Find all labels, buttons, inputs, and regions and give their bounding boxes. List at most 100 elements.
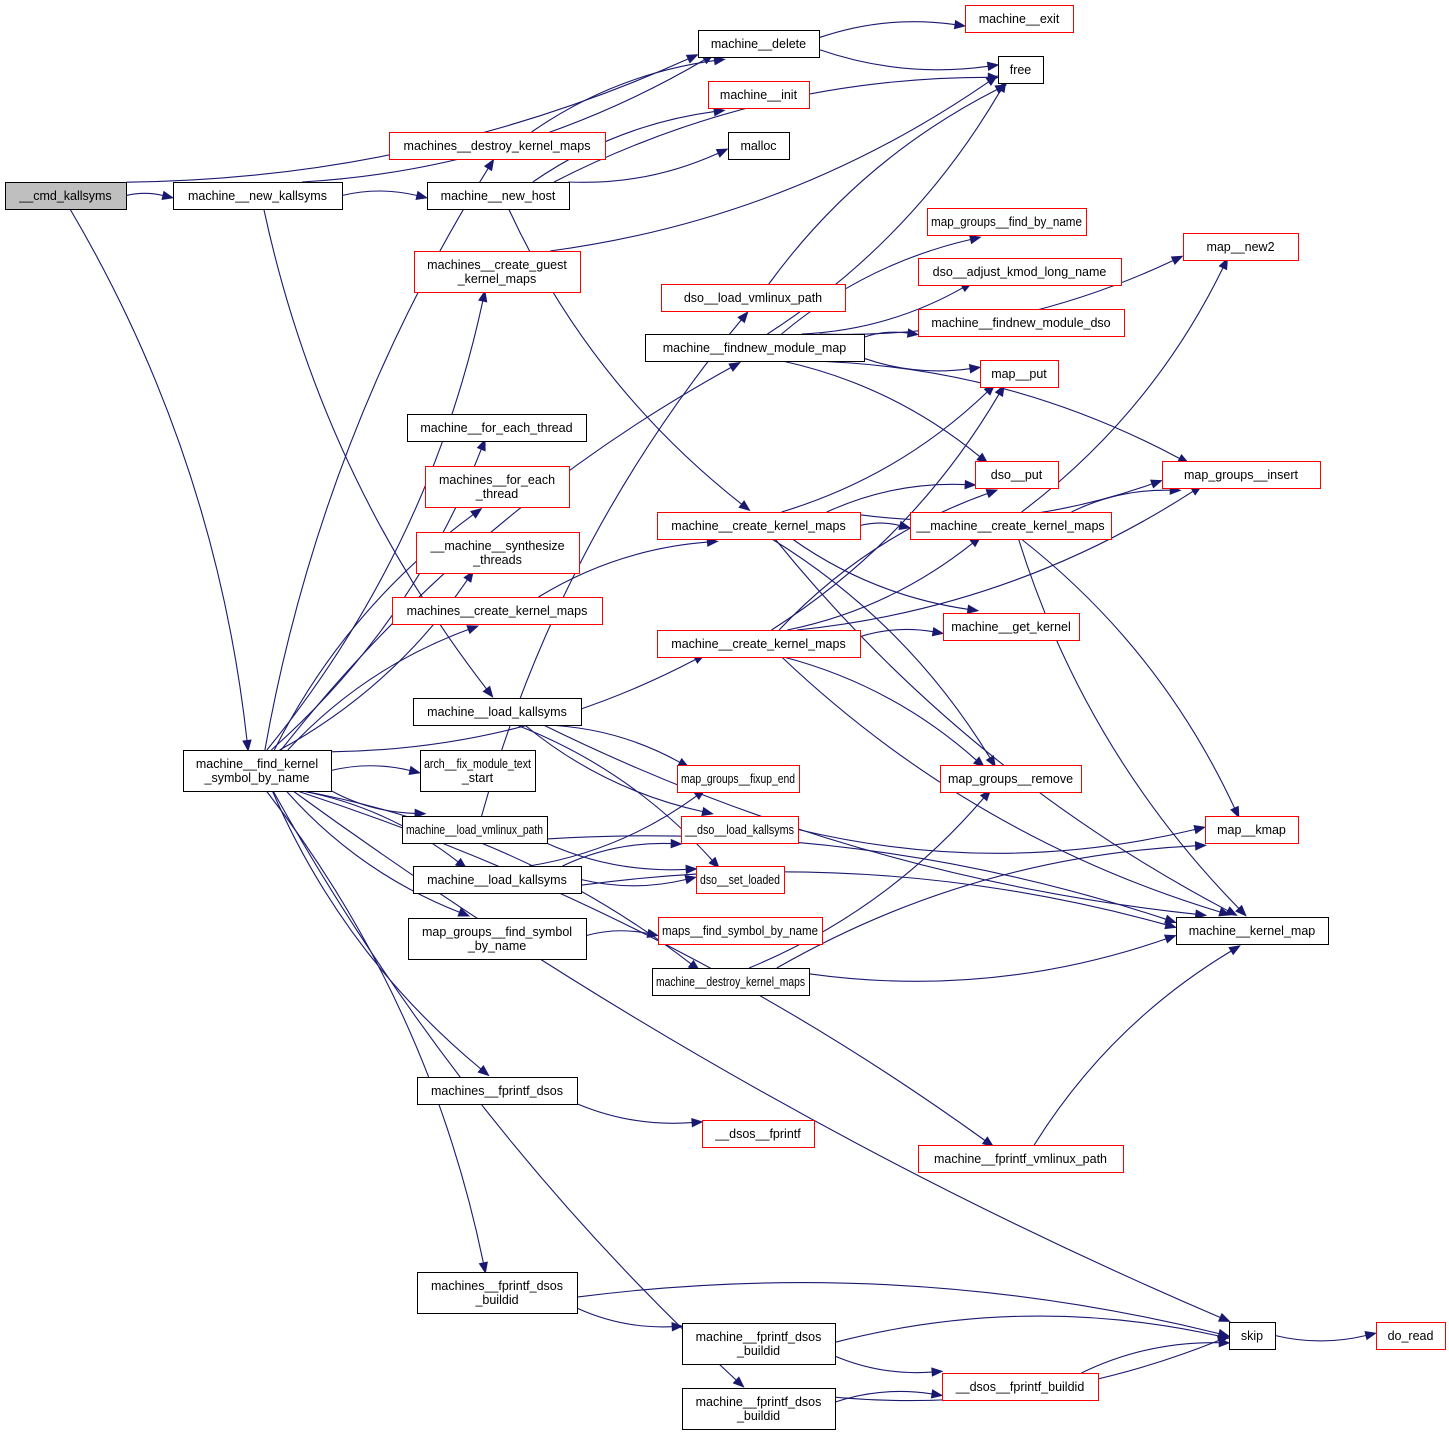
node-box bbox=[652, 968, 810, 996]
graph-node-malloc[interactable]: malloc bbox=[728, 132, 790, 160]
graph-node-machines-for-each-thread[interactable]: machines__for_each_thread bbox=[425, 466, 570, 508]
call-edge bbox=[580, 878, 687, 887]
node-box bbox=[657, 630, 861, 658]
graph-node-map-new2[interactable]: map__new2 bbox=[1183, 233, 1299, 261]
graph-node-machine-get-kernel[interactable]: machine__get_kernel bbox=[943, 613, 1080, 641]
node-label: dso__load_vmlinux_path bbox=[684, 291, 822, 305]
arrowhead-icon bbox=[1163, 934, 1177, 944]
node-label: __dso__load_kallsyms bbox=[684, 823, 794, 837]
arrowhead-icon bbox=[1225, 906, 1238, 916]
arrowhead-icon bbox=[1193, 824, 1207, 835]
graph-node-machine-init[interactable]: machine__init bbox=[708, 81, 810, 109]
graph-node-machine-for-each-thread[interactable]: machine__for_each_thread bbox=[407, 414, 587, 442]
node-label: _buildid bbox=[474, 1293, 518, 1307]
graph-node-dso-load-kallsyms[interactable]: __dso__load_kallsyms bbox=[681, 816, 799, 844]
arrowhead-icon bbox=[685, 864, 698, 875]
arrowhead-icon bbox=[414, 808, 427, 819]
node-label: machine__destroy_kernel_maps bbox=[656, 975, 805, 989]
graph-node-machine-find-kernel-symbol-by-name[interactable]: machine__find_kernel_symbol_by_name bbox=[183, 750, 332, 792]
graph-node-machine-fprintf-dsos-buildid-b[interactable]: machine__fprintf_dsos_buildid bbox=[682, 1388, 836, 1430]
graph-node-map-put[interactable]: map__put bbox=[980, 360, 1059, 388]
arrowhead-icon bbox=[161, 190, 175, 201]
call-edge bbox=[859, 628, 934, 638]
graph-node-free[interactable]: free bbox=[998, 56, 1044, 84]
call-edge bbox=[287, 628, 469, 751]
graph-node-map-groups-find-by-name[interactable]: map_groups__find_by_name bbox=[927, 208, 1087, 236]
graph-node-map-kmap[interactable]: map__kmap bbox=[1205, 816, 1299, 844]
graph-node-machines-create-guest-kernel-maps[interactable]: machines__create_guest_kernel_maps bbox=[414, 251, 581, 293]
node-box bbox=[5, 182, 127, 210]
graph-node-machine-findnew-module-map[interactable]: machine__findnew_module_map bbox=[645, 334, 865, 362]
node-box bbox=[980, 360, 1059, 388]
graph-node-machine-delete[interactable]: machine__delete bbox=[698, 30, 820, 58]
graph-node-machine-create-kernel-maps-a[interactable]: machine__create_kernel_maps bbox=[657, 512, 861, 540]
node-box bbox=[413, 698, 582, 726]
graph-node-dso-adjust-kmod-long-name[interactable]: dso__adjust_kmod_long_name bbox=[918, 258, 1122, 286]
graph-node-dso-load-vmlinux-path[interactable]: dso__load_vmlinux_path bbox=[661, 284, 846, 312]
arrowhead-icon bbox=[964, 479, 977, 490]
arrowhead-icon bbox=[986, 61, 1000, 71]
graph-node-machine-exit[interactable]: machine__exit bbox=[965, 5, 1074, 33]
node-box bbox=[1183, 233, 1299, 261]
arrowhead-icon bbox=[715, 148, 729, 158]
graph-node-map-groups-fixup-end[interactable]: map_groups__fixup_end bbox=[677, 765, 800, 793]
node-label: machine__create_kernel_maps bbox=[671, 519, 845, 533]
node-label: machine__findnew_module_map bbox=[663, 341, 847, 355]
graph-node-machine-load-kallsyms-b[interactable]: machine__load_kallsyms bbox=[413, 866, 582, 894]
graph-node-machine-fprintf-vmlinux-path[interactable]: machine__fprintf_vmlinux_path bbox=[918, 1145, 1124, 1173]
call-edge bbox=[580, 871, 1167, 926]
graph-node-machine-kernel-map[interactable]: machine__kernel_map bbox=[1176, 917, 1329, 945]
node-label: machine__delete bbox=[711, 37, 806, 51]
graph-node-maps-find-symbol-by-name[interactable]: maps__find_symbol_by_name bbox=[658, 917, 823, 945]
graph-node-machines-create-kernel-maps[interactable]: machines__create_kernel_maps bbox=[392, 597, 603, 625]
graph-node-machine-load-kallsyms-a[interactable]: machine__load_kallsyms bbox=[413, 698, 582, 726]
call-edge bbox=[863, 331, 909, 338]
graph-node-machines-fprintf-dsos-buildid[interactable]: machines__fprintf_dsos_buildid bbox=[417, 1272, 578, 1314]
graph-node-machines-fprintf-dsos[interactable]: machines__fprintf_dsos bbox=[417, 1077, 578, 1105]
graph-node-dso-put[interactable]: dso__put bbox=[975, 461, 1059, 489]
call-edge bbox=[543, 724, 1196, 915]
graph-node-map-groups-remove[interactable]: map_groups__remove bbox=[940, 765, 1082, 793]
graph-node-map-groups-find-symbol-by-name[interactable]: map_groups__find_symbol_by_name bbox=[408, 918, 587, 960]
arrowhead-icon bbox=[969, 234, 982, 245]
graph-node-machine-fprintf-dsos-buildid-a[interactable]: machine__fprintf_dsos_buildid bbox=[682, 1323, 836, 1365]
call-edge bbox=[781, 391, 988, 513]
graph-node-machines-destroy-kernel-maps[interactable]: machines__destroy_kernel_maps bbox=[389, 132, 606, 160]
call-edge bbox=[576, 1307, 673, 1328]
node-label: machine__get_kernel bbox=[951, 620, 1071, 634]
graph-node-cmd-kallsyms[interactable]: __cmd_kallsyms bbox=[5, 182, 127, 210]
node-box bbox=[927, 208, 1087, 236]
call-edge bbox=[768, 89, 998, 285]
graph-node-machine-create-kernel-maps-b[interactable]: machine__create_kernel_maps bbox=[657, 630, 861, 658]
node-box bbox=[918, 1145, 1124, 1173]
node-label: machine__exit bbox=[979, 12, 1060, 26]
graph-node-arch-fix-module-text-start[interactable]: arch__fix_module_text_start bbox=[420, 750, 536, 792]
graph-node-dsos-fprintf-buildid[interactable]: __dsos__fprintf_buildid bbox=[942, 1373, 1099, 1401]
graph-node-machine-load-vmlinux-path[interactable]: machine__load_vmlinux_path bbox=[402, 816, 548, 844]
call-edge bbox=[808, 938, 1167, 982]
call-edge bbox=[301, 790, 459, 863]
node-label: _threads bbox=[472, 553, 522, 567]
graph-node-machine-destroy-kernel-maps[interactable]: machine__destroy_kernel_maps bbox=[652, 968, 810, 996]
graph-node-machine-new-kallsyms[interactable]: machine__new_kallsyms bbox=[173, 182, 343, 210]
graph-node-do-read[interactable]: do_read bbox=[1376, 1322, 1446, 1350]
graph-node-machine-create-kernel-maps[interactable]: __machine__create_kernel_maps bbox=[910, 512, 1112, 540]
call-edge bbox=[302, 790, 692, 965]
graph-node-dso-set-loaded[interactable]: dso__set_loaded bbox=[696, 866, 785, 894]
arrowhead-icon bbox=[708, 856, 720, 869]
arrowhead-icon bbox=[478, 289, 488, 303]
arrowhead-icon bbox=[985, 75, 999, 86]
arrowhead-icon bbox=[1235, 904, 1247, 917]
graph-node-machine-findnew-module-dso[interactable]: machine__findnew_module_dso bbox=[918, 309, 1125, 337]
node-box bbox=[918, 258, 1122, 286]
graph-node-dsos-fprintf[interactable]: __dsos__fprintf bbox=[702, 1120, 815, 1148]
arrowhead-icon bbox=[985, 489, 999, 499]
graph-node-skip[interactable]: skip bbox=[1229, 1322, 1276, 1350]
graph-node-map-groups-insert[interactable]: map_groups__insert bbox=[1162, 461, 1321, 489]
call-edge bbox=[791, 538, 969, 610]
graph-node-machine-new-host[interactable]: machine__new_host bbox=[427, 182, 570, 210]
node-label: machine__init bbox=[720, 88, 798, 102]
node-label: maps__find_symbol_by_name bbox=[662, 924, 818, 938]
graph-node-machine-synthesize-threads[interactable]: __machine__synthesize_threads bbox=[416, 532, 580, 574]
